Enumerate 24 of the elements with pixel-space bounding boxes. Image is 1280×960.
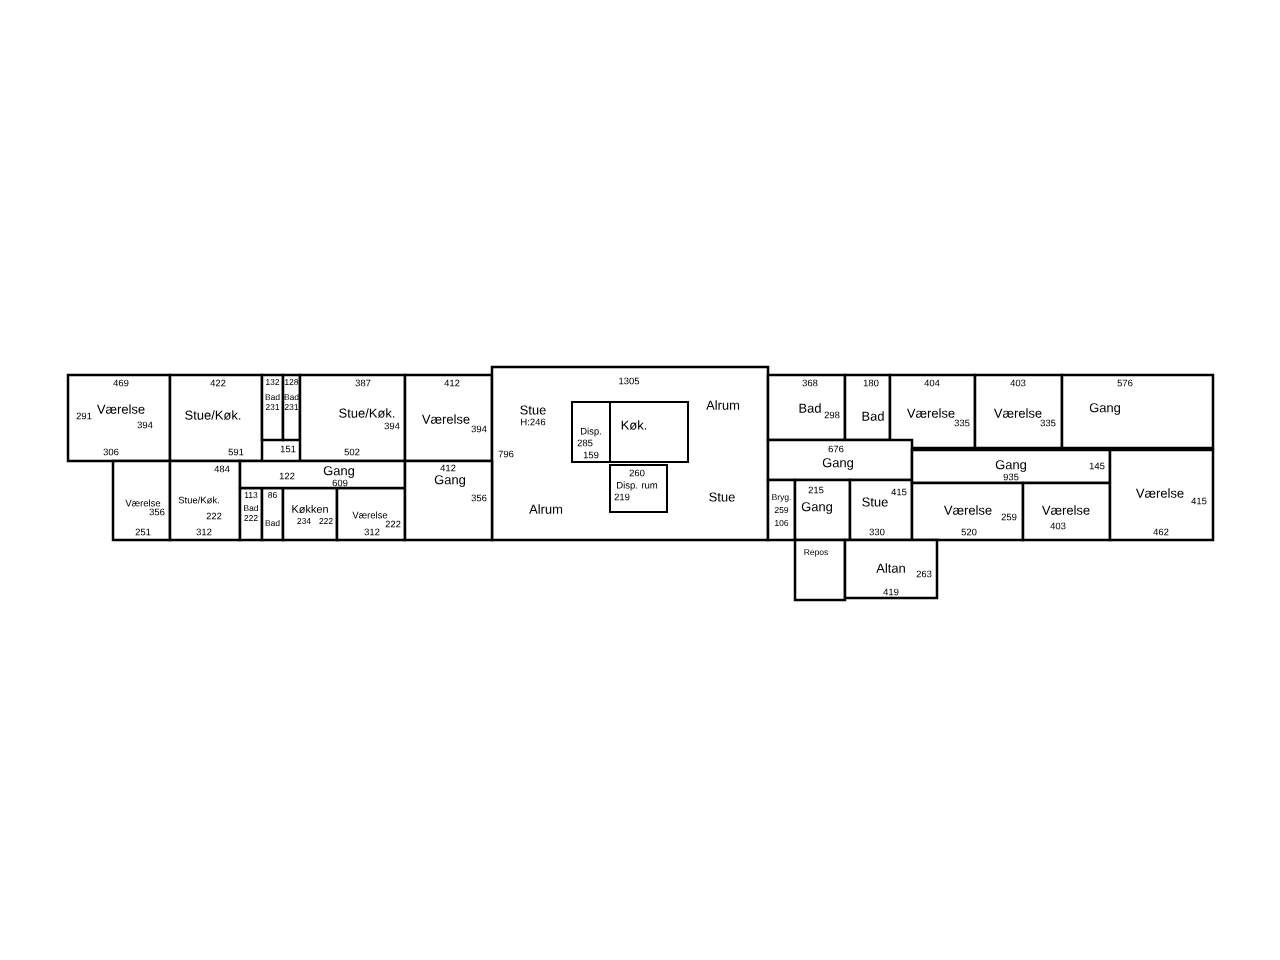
room: 576 Gang (1060, 373, 1215, 450)
room: 368 Bad 298 (766, 373, 847, 442)
room: Repos (793, 538, 847, 602)
room: Værelse 259 520 (910, 481, 1025, 542)
room: 415 Stue 330 (848, 478, 914, 542)
room: Værelse 356 251 (111, 459, 172, 542)
room: 215 Gang (793, 478, 852, 542)
dimension-label: 151 (280, 445, 296, 453)
room: 260 Disp. rum 219 (609, 464, 668, 513)
room: Bryg. 259 106 (766, 478, 797, 542)
room: Altan 263 419 (843, 538, 939, 600)
room: Disp. 285 159 (571, 401, 611, 463)
room: 113 Bad 222 (238, 486, 264, 542)
room: 132 Bad 231 (260, 373, 285, 442)
room: 180 Bad (843, 373, 892, 442)
room: 403 Værelse 335 (973, 373, 1064, 450)
room: 128 Bad 231 (281, 373, 302, 442)
room: 412 Værelse 394 (403, 373, 494, 463)
room: Værelse 222 312 (335, 486, 407, 542)
room: 412 Gang 356 (403, 459, 494, 542)
room: Gang 935 145 (910, 448, 1112, 485)
room: Værelse 415 462 (1108, 448, 1215, 542)
room: 469 Værelse 291 394 306 (66, 373, 172, 463)
room: Værelse 403 (1021, 481, 1112, 542)
